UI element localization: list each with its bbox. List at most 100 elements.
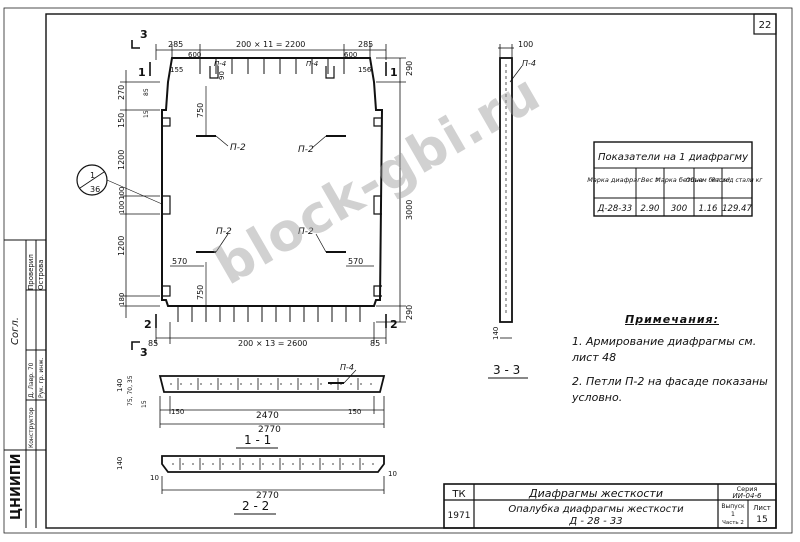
section-mark-3-top: 3 [140,28,148,41]
s33-dim-140: 140 [492,327,500,340]
callout-top: 1 [90,171,95,180]
left-stamp-strip: Проверил Острова Д. Лавр. 70 Рук. гр. ин… [4,239,46,528]
table-header-steel: Расход стали кг [712,177,764,184]
s33-dim-100: 100 [518,40,533,49]
right-dim-3000: 3000 [405,200,414,220]
section-mark-2-right: 2 [390,318,398,331]
callout-bottom: 36 [90,185,100,194]
table-header-weight: Вес т [641,176,659,184]
left-dim-180: 180 [118,293,126,306]
main-elevation: П-2 П-2 П-2 П-2 750 750 570 570 90 285 6… [76,28,414,359]
title-mark: Д - 28 - 33 [568,516,622,527]
s11-left-dims: 75, 70, 35 [127,375,134,406]
section-3-3: 100 П-4 140 3 - 3 [488,40,536,379]
table-cell-mark: Д-28-33 [597,204,632,214]
table-title: Показатели на 1 диафрагму [598,152,749,163]
p2-bottom-left: П-2 [216,227,232,237]
notes-title: Примечания: [625,313,719,326]
table-cell-volume: 1.16 [699,204,719,214]
table-header-concrete: Марка бетона [655,176,703,184]
title-series-label: Серия [737,485,758,493]
s22-dim-2770: 2770 [256,491,279,501]
top-dim-155-left: 155 [170,66,183,74]
section-mark-1-right: 1 [390,66,398,79]
inner-frame [45,13,777,529]
dim-750-bottom: 750 [196,285,205,300]
bottom-dim-85-right: 85 [370,339,380,348]
strip-text-7: Согл. [10,317,21,345]
s22-dim-10-left: 10 [150,474,159,482]
s11-dim-150-left: 150 [171,408,184,416]
note-item-2: 2. Петли П-2 на фасаде показаны условно. [572,375,768,404]
bottom-dim-mid: 200 × 13 = 2600 [238,339,307,348]
title-line-1: Диафрагмы жесткости [528,487,663,500]
table-cell-weight: 2.90 [641,204,660,214]
s11-dim-150-right: 150 [348,408,361,416]
s22-dim-140: 140 [116,457,124,470]
left-dim-15: 15 [143,110,150,118]
dim-750-top: 750 [196,103,205,118]
top-dim-mid: 200 × 11 = 2200 [236,40,305,49]
section-1-1: П-4 140 75, 70, 35 15 150 2470 150 2770 … [116,363,386,449]
left-dim-100b: 100 [118,201,126,214]
table-cell-steel: 129.47 [722,204,752,214]
right-dim-290-bottom: 290 [405,305,414,320]
p2-top-left: П-2 [230,143,246,153]
s33-label: 3 - 3 [493,363,520,377]
outer-frame [3,7,793,534]
section-mark-1-left: 1 [138,66,146,79]
top-dim-600-left: 600 [188,51,201,59]
top-dim-285-left: 285 [168,40,183,49]
left-dim-150: 150 [117,113,126,128]
left-dim-85: 85 [143,88,150,96]
title-line-2: Опалубка диафрагмы жесткости [508,503,684,515]
title-tk: ТК [451,489,465,500]
s11-left-small: 15 [141,400,148,408]
title-issue: 1 [731,510,735,518]
top-p4-label-left: П-4 [214,60,226,68]
title-part: Часть 2 [722,520,744,526]
s33-p4: П-4 [522,59,536,68]
s22-label: 2 - 2 [242,499,269,513]
left-dim-1200a: 1200 [117,150,126,170]
sheet-number-box [753,13,777,35]
top-p4-label: П-4 [306,60,318,68]
left-dim-100a: 100 [118,187,126,200]
dim-570-left: 570 [172,257,187,266]
section-mark-3-bottom: 3 [140,346,148,359]
s11-dim-2770: 2770 [258,425,281,435]
s11-p4: П-4 [340,363,354,372]
title-issue-label: Выпуск [721,503,745,510]
title-series: ИИ-04-6 [733,492,762,500]
s11-label: 1 - 1 [244,433,271,447]
left-dim-1200b: 1200 [117,236,126,256]
title-block: ТК 1971 Диафрагмы жесткости Опалубка диа… [443,483,777,529]
indicator-table: Показатели на 1 диафрагму Марка диафраг.… [587,141,764,217]
right-dim-290: 290 [405,61,414,76]
strip-text-2: Острова [37,259,45,290]
dim-570-right: 570 [348,257,363,266]
p2-bottom-right: П-2 [298,227,314,237]
dim-90: 90 [218,71,226,80]
section-2-2: 140 10 10 2770 2 - 2 [116,455,397,515]
strip-text-6: ЦНИИПИ [9,454,24,520]
table-header-mark: Марка диафраг. [587,176,643,184]
bottom-dim-85-left: 85 [148,339,158,348]
notes-block: Примечания: 1. Армирование диафрагмы см.… [572,312,772,414]
strip-text-4: Рук. гр. инж. [38,357,45,398]
left-dim-270: 270 [117,85,126,100]
top-dim-285-right: 285 [358,40,373,49]
table-header-volume: Объем бет. м³ [686,177,731,184]
top-dim-155-right: 156 [358,66,372,74]
note-item-1: 1. Армирование диафрагмы см. лист 48 [572,335,757,364]
title-year: 1971 [448,511,471,521]
s11-dim-140: 140 [116,379,124,392]
strip-text-1: Проверил [27,254,35,290]
s11-dim-2470: 2470 [256,411,279,421]
title-sheet: 15 [756,515,767,525]
table-cell-concrete: 300 [671,204,687,214]
p2-top-right: П-2 [298,145,314,155]
strip-text-5: Конструктор [28,407,35,448]
